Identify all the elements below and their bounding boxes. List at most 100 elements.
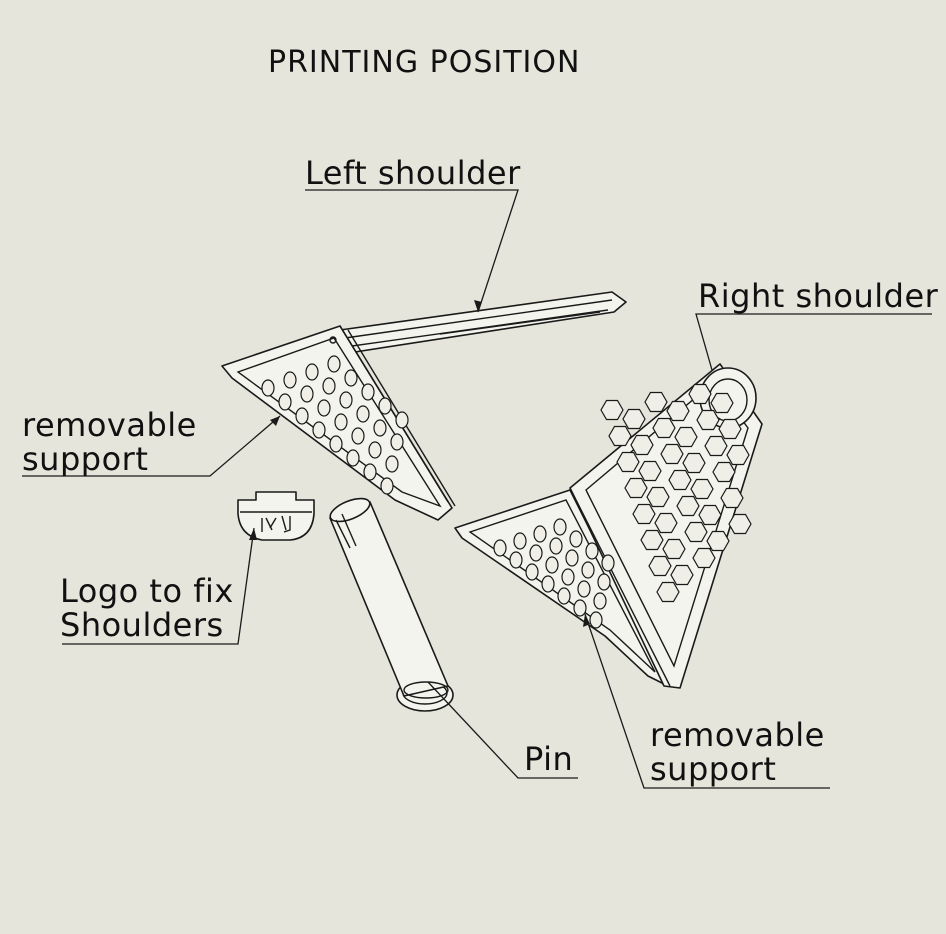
support-cell <box>573 599 587 617</box>
support-cell <box>395 411 409 429</box>
honeycomb-cell <box>632 503 656 525</box>
support-cell <box>549 537 563 555</box>
honeycomb-cell <box>656 581 680 603</box>
label-removable-right-line1: removable <box>650 716 825 754</box>
honeycomb-cell <box>712 461 736 483</box>
support-cell <box>329 435 343 453</box>
support-cell <box>565 549 579 567</box>
honeycomb-cell <box>646 486 670 508</box>
honeycomb-cell <box>644 391 668 413</box>
honeycomb-cell <box>696 409 720 431</box>
honeycomb-cell <box>682 452 706 474</box>
support-cell <box>533 525 547 543</box>
support-cell <box>283 371 297 389</box>
support-cell <box>351 427 365 445</box>
honeycomb-cell <box>692 547 716 569</box>
support-cell <box>373 419 387 437</box>
support-cell <box>569 530 583 548</box>
support-cell <box>380 477 394 495</box>
honeycomb-cell <box>704 435 728 457</box>
honeycomb-cell <box>660 443 684 465</box>
pin-part <box>329 497 454 712</box>
support-cell <box>339 391 353 409</box>
honeycomb-cell <box>726 444 750 466</box>
honeycomb-cell <box>652 417 676 439</box>
left-removable-support-cells <box>261 355 409 495</box>
support-cell <box>589 611 603 629</box>
support-cell <box>541 575 555 593</box>
honeycomb-cell <box>638 460 662 482</box>
support-cell <box>363 463 377 481</box>
label-logo-line2: Shoulders <box>60 606 224 644</box>
support-cell <box>385 455 399 473</box>
honeycomb-cell <box>668 469 692 491</box>
honeycomb-cell <box>718 418 742 440</box>
honeycomb-cell <box>640 529 664 551</box>
honeycomb-cell <box>706 530 730 552</box>
support-cell <box>553 518 567 536</box>
support-cell <box>356 405 370 423</box>
label-right-shoulder: Right shoulder <box>698 277 939 315</box>
honeycomb-cell <box>676 495 700 517</box>
leader-lines <box>22 189 932 789</box>
support-cell <box>581 561 595 579</box>
honeycomb-cell <box>670 564 694 586</box>
honeycomb-cell <box>654 512 678 534</box>
logo-part <box>237 491 315 541</box>
support-cell <box>378 397 392 415</box>
label-removable-left-line1: removable <box>22 406 197 444</box>
support-cell <box>509 551 523 569</box>
honeycomb-cell <box>698 504 722 526</box>
honeycomb-cell <box>720 487 744 509</box>
honeycomb-cell <box>616 451 640 473</box>
support-cell <box>346 449 360 467</box>
honeycomb-cell <box>674 426 698 448</box>
honeycomb-cell <box>648 555 672 577</box>
drawing-title: PRINTING POSITION <box>268 45 581 80</box>
support-cell <box>368 441 382 459</box>
support-cell <box>261 379 275 397</box>
honeycomb-cell <box>690 478 714 500</box>
support-cell <box>312 421 326 439</box>
support-cell <box>493 539 507 557</box>
support-cell <box>525 563 539 581</box>
honeycomb-pattern <box>600 383 752 603</box>
honeycomb-cell <box>688 383 712 405</box>
support-cell <box>557 587 571 605</box>
label-logo-line1: Logo to fix <box>60 572 234 610</box>
honeycomb-cell <box>624 477 648 499</box>
support-cell <box>561 568 575 586</box>
support-cell <box>317 399 331 417</box>
support-cell <box>585 542 599 560</box>
honeycomb-cell <box>728 513 752 535</box>
support-cell <box>513 532 527 550</box>
label-pin: Pin <box>524 740 574 778</box>
label-removable-right-line2: support <box>650 750 777 788</box>
support-cell <box>597 573 611 591</box>
support-cell <box>529 544 543 562</box>
honeycomb-cell <box>600 399 624 421</box>
support-cell <box>577 580 591 598</box>
support-cell <box>322 377 336 395</box>
support-cell <box>593 592 607 610</box>
support-cell <box>361 383 375 401</box>
support-cell <box>390 433 404 451</box>
honeycomb-cell <box>666 400 690 422</box>
support-cell <box>305 363 319 381</box>
label-removable-left-line2: support <box>22 440 149 478</box>
honeycomb-cell <box>662 538 686 560</box>
support-cell <box>327 355 341 373</box>
support-cell <box>278 393 292 411</box>
support-cell <box>334 413 348 431</box>
honeycomb-cell <box>710 392 734 414</box>
support-cell <box>344 369 358 387</box>
support-cell <box>545 556 559 574</box>
label-left-shoulder: Left shoulder <box>305 154 521 192</box>
support-cell <box>601 554 615 572</box>
right-removable-support-cells <box>493 518 615 629</box>
honeycomb-cell <box>684 521 708 543</box>
support-cell <box>300 385 314 403</box>
honeycomb-cell <box>608 425 632 447</box>
support-cell <box>295 407 309 425</box>
